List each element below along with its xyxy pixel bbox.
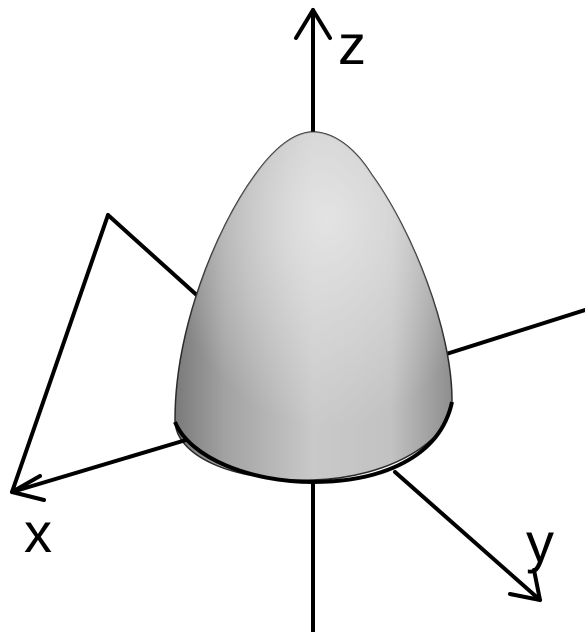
paraboloid-highlight [175, 132, 452, 481]
x-axis-arrowhead [10, 474, 46, 502]
x-axis-line-front [10, 438, 188, 494]
x-axis-line [10, 213, 110, 494]
y-axis-line-back [438, 308, 585, 358]
x-axis-label: x [24, 501, 52, 564]
z-axis-arrowhead [294, 8, 332, 40]
y-axis-label: y [526, 511, 554, 574]
y-axis-line-front [393, 470, 542, 602]
y-axis-arrowhead [508, 568, 542, 602]
z-axis-label: z [338, 13, 366, 76]
x-axis-line-back [106, 213, 202, 300]
